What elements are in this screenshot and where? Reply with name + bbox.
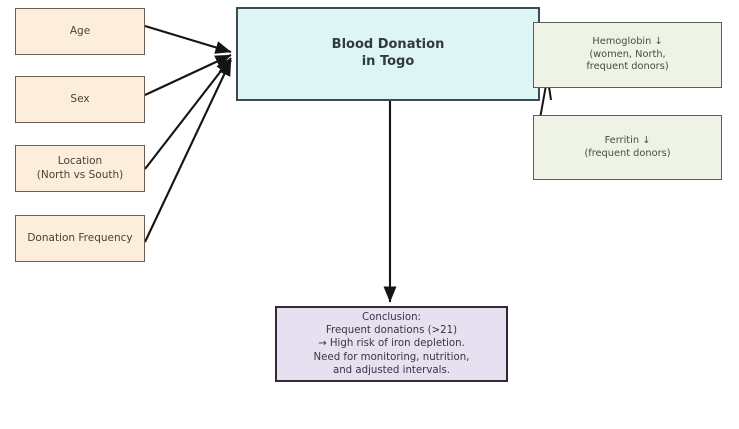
node-location[interactable]: Location (North vs South) — [15, 145, 145, 192]
node-age[interactable]: Age — [15, 8, 145, 55]
node-ferritin-label: Ferritin ↓ (frequent donors) — [584, 134, 671, 159]
edge-sex-to-center — [144, 54, 232, 96]
node-center-label: Blood Donation in Togo — [331, 37, 445, 69]
node-location-label: Location (North vs South) — [36, 155, 124, 181]
node-age-label: Age — [69, 24, 91, 37]
edge-frequency-to-center — [144, 59, 232, 243]
node-sex-label: Sex — [70, 92, 90, 105]
node-donation-frequency[interactable]: Donation Frequency — [15, 215, 145, 262]
edge-age-to-center — [144, 24, 232, 54]
node-ferritin[interactable]: Ferritin ↓ (frequent donors) — [533, 115, 722, 180]
node-blood-donation-in-togo[interactable]: Blood Donation in Togo — [236, 7, 540, 101]
node-conclusion-label: Conclusion: Frequent donations (>21) → H… — [313, 312, 470, 376]
node-conclusion[interactable]: Conclusion: Frequent donations (>21) → H… — [275, 306, 508, 382]
node-sex[interactable]: Sex — [15, 76, 145, 123]
node-hemoglobin-label: Hemoglobin ↓ (women, North, frequent don… — [586, 36, 669, 73]
node-hemoglobin[interactable]: Hemoglobin ↓ (women, North, frequent don… — [533, 22, 722, 88]
node-donation-frequency-label: Donation Frequency — [27, 231, 133, 244]
edge-location-to-center — [144, 57, 232, 170]
